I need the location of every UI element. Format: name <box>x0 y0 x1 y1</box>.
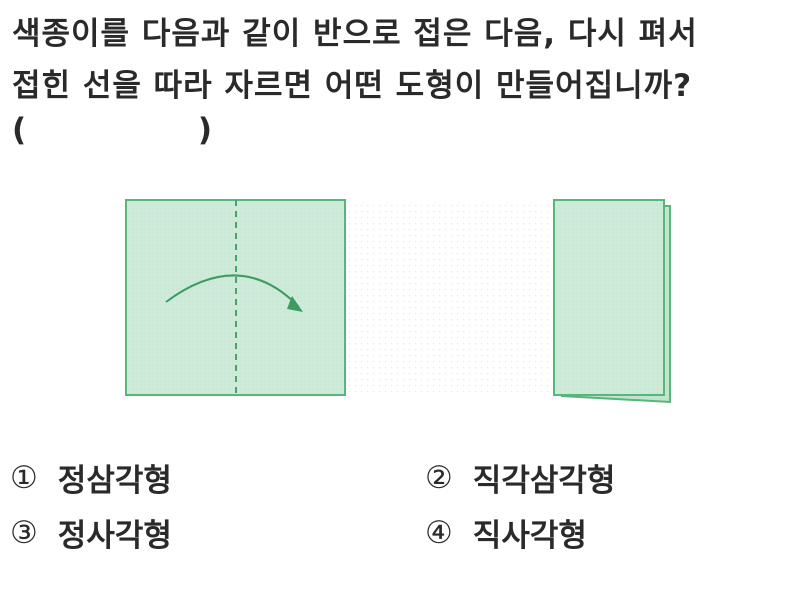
transition-background <box>345 202 550 397</box>
fold-arrow-head <box>287 296 303 312</box>
question-line-2: 접힌 선을 따라 자르면 어떤 도형이 만들어집니까? <box>12 68 693 104</box>
blank-close-paren: ) <box>197 112 212 148</box>
folding-figure <box>120 192 680 407</box>
option-1-label: 정삼각형 <box>57 463 172 499</box>
option-4-label: 직사각형 <box>472 518 587 554</box>
option-2[interactable]: ② 직각삼각형 <box>425 455 615 500</box>
option-1-number: ① <box>10 459 38 496</box>
option-3[interactable]: ③ 정사각형 <box>10 510 172 555</box>
option-2-label: 직각삼각형 <box>472 463 616 499</box>
question-line-1: 색종이를 다음과 같이 반으로 접은 다음, 다시 펴서 <box>12 16 698 52</box>
option-4-number: ④ <box>425 514 453 551</box>
square-paper <box>125 199 346 396</box>
option-3-number: ③ <box>10 514 38 551</box>
folding-figure-svg <box>125 199 671 404</box>
fold-arrow-arc <box>165 274 299 307</box>
answer-options: ① 정삼각형 ② 직각삼각형 ③ 정사각형 ④ 직사각형 <box>10 455 790 565</box>
option-4[interactable]: ④ 직사각형 <box>425 510 587 555</box>
answer-blank[interactable]: ( ) <box>12 112 212 148</box>
option-3-label: 정사각형 <box>57 518 172 554</box>
folded-paper <box>553 199 665 396</box>
options-row-1: ① 정삼각형 ② 직각삼각형 <box>10 455 790 510</box>
options-row-2: ③ 정사각형 ④ 직사각형 <box>10 510 790 565</box>
option-2-number: ② <box>425 459 453 496</box>
option-1[interactable]: ① 정삼각형 <box>10 455 172 500</box>
question-text: 색종이를 다음과 같이 반으로 접은 다음, 다시 펴서 접힌 선을 따라 자르… <box>12 8 792 112</box>
blank-open-paren: ( <box>12 112 27 148</box>
